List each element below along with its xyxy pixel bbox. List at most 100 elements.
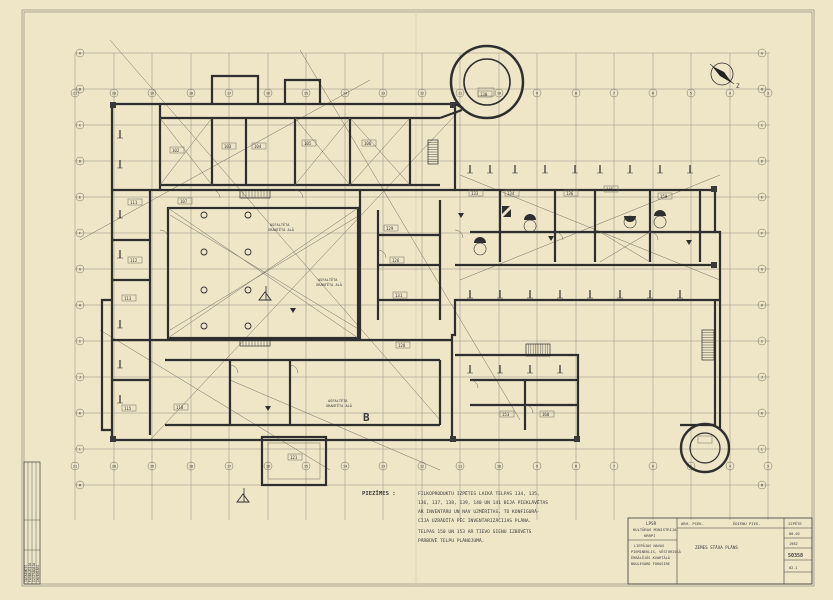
- door-swing: [294, 189, 304, 199]
- axis-label-top: 12: [420, 92, 424, 96]
- notes-line: AR INVENTĀRU UN NAV UZMĒRĪTAS. TO KONFIG…: [418, 508, 540, 515]
- axis-bubble: [109, 461, 119, 471]
- drawing-number: 50358: [788, 553, 803, 559]
- axis-bubble: [757, 84, 767, 94]
- room-label: 160: [542, 412, 550, 417]
- title-code: 80-02: [789, 532, 800, 536]
- surface-note: GRANTĒTA ALĀ: [268, 227, 295, 232]
- axis-bubble: [75, 408, 85, 418]
- door-swing: [454, 229, 464, 239]
- dimension-marks: [117, 130, 693, 414]
- axis-label-bottom: 21: [73, 465, 77, 469]
- axis-label-top: 17: [227, 92, 231, 96]
- axis-label-left: A: [79, 52, 82, 56]
- axis-bubble: [757, 156, 767, 166]
- axis-bubble: [648, 461, 658, 471]
- axis-label-left: F: [79, 232, 81, 236]
- north-arrow-label: Z: [736, 83, 740, 90]
- room-crosses: [159, 117, 651, 339]
- axis-bubble: [75, 228, 85, 238]
- axis-bubble: [757, 48, 767, 58]
- axis-label-bottom: 14: [343, 465, 347, 469]
- notes-line: 136, 137, 138, 139, 140 UN 141 BIJA PIEK…: [418, 499, 548, 506]
- axis-label-left: L: [79, 448, 81, 452]
- axis-bubble: [378, 461, 388, 471]
- door-swing: [524, 404, 534, 414]
- axis-bubble: [75, 264, 85, 274]
- axis-bubble: [609, 461, 619, 471]
- axis-label-right: H: [761, 304, 763, 308]
- door-swing: [377, 249, 387, 259]
- axis-label-top: 6: [652, 92, 654, 96]
- axis-label-left: H: [79, 304, 81, 308]
- stamp-text: PĀRBAUDĪJA: [27, 563, 32, 582]
- axis-bubble: [757, 336, 767, 346]
- axis-label-bottom: 4: [729, 465, 731, 469]
- title-block: LPSR KULTŪRAS MINISTRIJA KRRPI LIEPĀJAS …: [627, 517, 813, 585]
- axis-bubble: [224, 461, 234, 471]
- axis-bubble: [70, 461, 80, 471]
- axis-bubble: [494, 461, 504, 471]
- axis-bubble: [757, 408, 767, 418]
- axis-bubble: [147, 461, 157, 471]
- title-object: LIEPĀJAS NAVAS: [634, 543, 664, 548]
- north-arrow: Z: [709, 62, 740, 90]
- room-label: 129: [386, 226, 394, 231]
- title-code: 1982: [789, 542, 798, 546]
- surface-note: GRANTĒTA ALĀ: [316, 282, 343, 287]
- axis-bubble: [757, 228, 767, 238]
- title-object: BOULEVARD FOKUSIRE: [631, 562, 670, 566]
- axis-bubble: [186, 461, 196, 471]
- notes-block: PIEZĪMES : FILKOPRODUKTU IZPĒTES LAIKĀ T…: [362, 490, 548, 544]
- axis-bubble: [75, 444, 85, 454]
- axis-bubble: [75, 336, 85, 346]
- title-org: LPSR: [646, 521, 657, 526]
- axis-label-right: C: [761, 124, 763, 128]
- axis-grid: 2121202019191818171716161515141413131212…: [70, 48, 773, 520]
- axis-label-right: E: [761, 196, 763, 200]
- axis-label-bottom: 15: [304, 465, 308, 469]
- axis-label-top: 13: [381, 92, 385, 96]
- room-label: 103: [224, 144, 232, 149]
- axis-bubble: [340, 461, 350, 471]
- axis-bubble: [532, 461, 542, 471]
- axis-label-top: 7: [613, 92, 615, 96]
- notes-line: PĀRBŪVĒ TELPU PLĀNOJUMĀ.: [418, 537, 484, 544]
- axis-bubble: [757, 444, 767, 454]
- door-swing: [469, 379, 479, 389]
- axis-label-right: D: [761, 160, 763, 164]
- room-label: 111: [130, 200, 138, 205]
- axis-label-top: 5: [690, 92, 692, 96]
- room-label: 128: [398, 343, 406, 348]
- axis-label-bottom: 10: [497, 465, 501, 469]
- building-walls: [100, 74, 722, 487]
- axis-label-right: F: [761, 232, 763, 236]
- axis-bubble: [763, 461, 773, 471]
- axis-label-left: G: [79, 268, 81, 272]
- surface-note: ASFALTĒTA: [270, 222, 290, 227]
- axis-label-top: 15: [304, 92, 308, 96]
- axis-bubble: [301, 461, 311, 471]
- room-label: 105: [304, 141, 312, 146]
- axis-label-bottom: 9: [536, 465, 538, 469]
- stamp-text: INVENTĀRS: [35, 565, 40, 582]
- axis-label-top: 10: [497, 92, 501, 96]
- room-label: 112: [130, 258, 138, 263]
- axis-bubble: [757, 300, 767, 310]
- axis-bubble: [571, 461, 581, 471]
- axis-bubble: [75, 156, 85, 166]
- axis-bubble: [417, 461, 427, 471]
- surface-note: GRANTĒTA ALĀ: [326, 403, 353, 408]
- axis-label-bottom: 19: [150, 465, 154, 469]
- title-object: PIEMINEKLIS, VĒSTURISKĀ: [631, 549, 682, 554]
- title-org: KRRPI: [644, 533, 655, 538]
- notes-line: CIJA UZRĀDĪTA PĒC INVENTARIZĀCIJAS PLĀNA…: [418, 517, 531, 524]
- room-label: 131: [395, 293, 403, 298]
- door-swing: [649, 231, 659, 241]
- notes-line: FILKOPRODUKTU IZPĒTES LAIKĀ TELPAS 134, …: [418, 490, 540, 497]
- door-swing: [211, 189, 221, 199]
- axis-bubble: [757, 192, 767, 202]
- axis-label-bottom: 20: [112, 465, 116, 469]
- room-label: 150: [660, 194, 668, 199]
